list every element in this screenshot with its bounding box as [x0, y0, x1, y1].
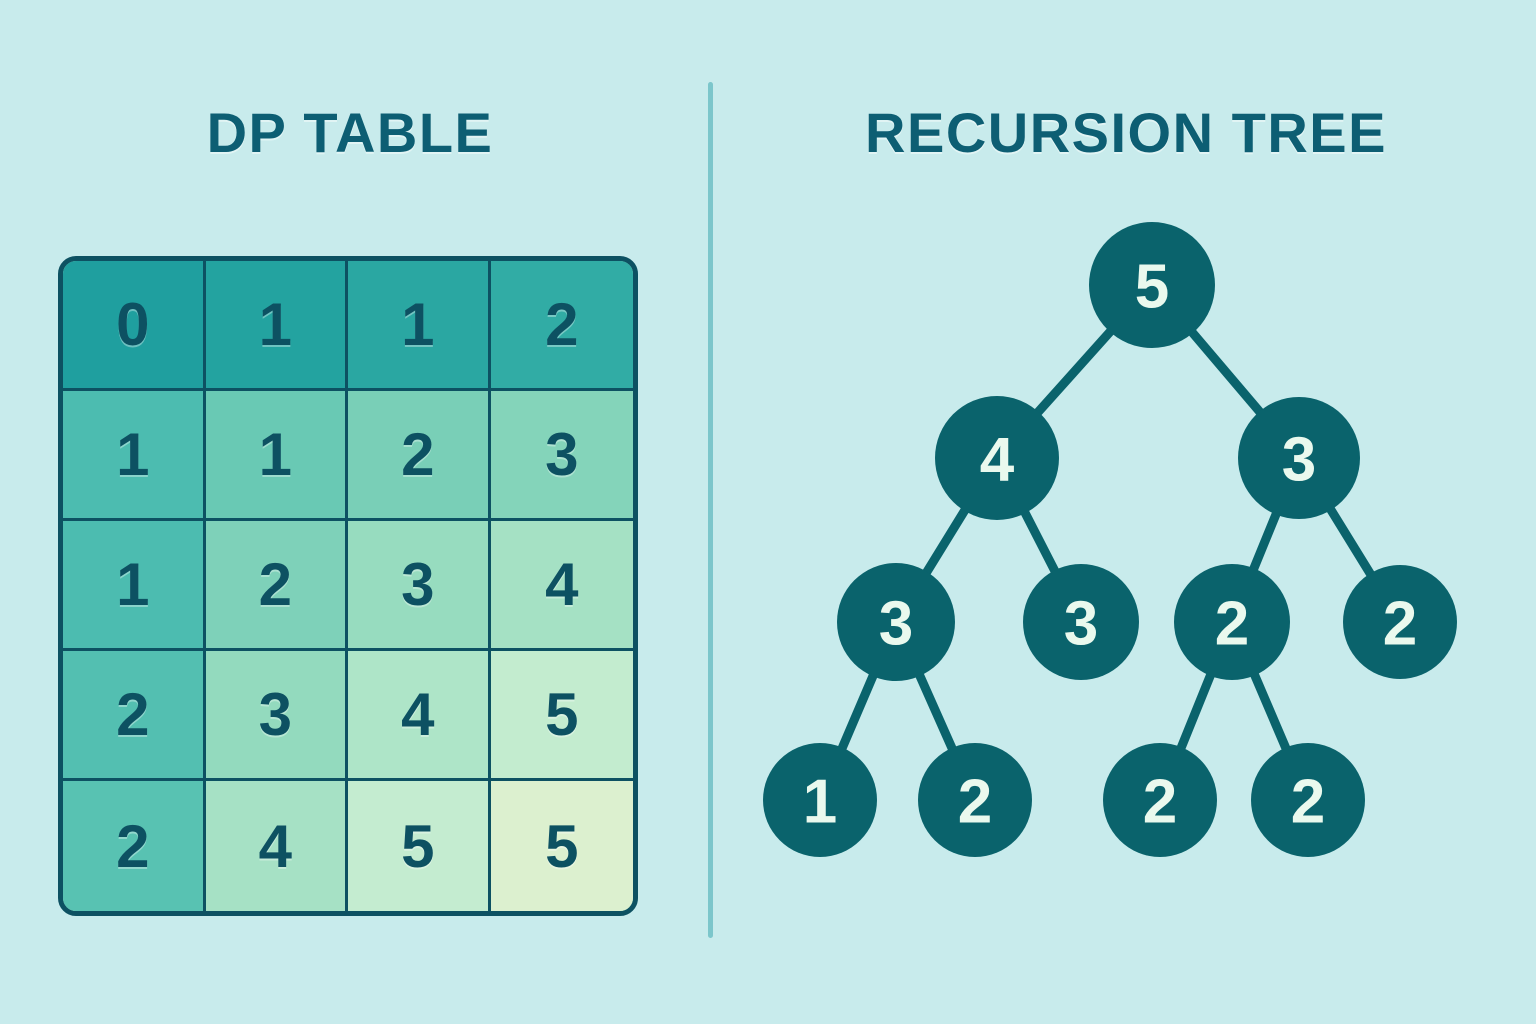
- tree-node-circle-n1l: [763, 743, 877, 857]
- dp-table-title: DP TABLE: [206, 101, 494, 164]
- tree-node-circle-n5: [1089, 222, 1215, 348]
- tree-edge-group: [815, 280, 1405, 805]
- dp-cell-r1-c2: 2: [348, 391, 491, 521]
- tree-node-label-n2l3: 2: [1291, 768, 1325, 837]
- tree-node-circle-n3r: [1238, 397, 1360, 519]
- dp-cell-r4-c1: 4: [205, 781, 348, 911]
- tree-node-circle-n2l3: [1251, 743, 1365, 857]
- dp-cell-r3-c0: 2: [63, 651, 206, 781]
- tree-node-label-n1l: 1: [803, 768, 837, 837]
- tree-node-label-n3r: 3: [1282, 426, 1316, 495]
- dp-cell-r3-c2: 4: [348, 651, 491, 781]
- tree-node-circle-n2l2: [1103, 743, 1217, 857]
- dp-cell-r3-c3: 5: [490, 651, 633, 781]
- dp-cell-r1-c3: 3: [490, 391, 633, 521]
- tree-node-n2b[interactable]: 2: [1343, 565, 1457, 679]
- dp-cell-r1-c1: 1: [205, 391, 348, 521]
- dp-cell-r2-c1: 2: [205, 521, 348, 651]
- recursion-tree-diagram: 5 4 3 3 3 2 2 1 2 2 2: [763, 222, 1457, 857]
- tree-node-group: 5 4 3 3 3 2 2 1 2 2 2: [763, 222, 1457, 857]
- dp-cell-r2-c2: 3: [348, 521, 491, 651]
- tree-node-label-n5: 5: [1135, 253, 1169, 322]
- dp-cell-r4-c0: 2: [63, 781, 206, 911]
- dp-cell-r4-c3: 5: [490, 781, 633, 911]
- tree-node-n2l2[interactable]: 2: [1103, 743, 1217, 857]
- tree-node-label-n3b: 3: [1064, 590, 1098, 659]
- dp-cell-r0-c0: 0: [63, 261, 206, 391]
- dp-cell-r2-c0: 1: [63, 521, 206, 651]
- tree-node-circle-n2a: [1174, 564, 1290, 680]
- tree-node-n3r[interactable]: 3: [1238, 397, 1360, 519]
- tree-node-label-n2l1: 2: [958, 768, 992, 837]
- dp-cell-r0-c2: 1: [348, 261, 491, 391]
- tree-node-n3b[interactable]: 3: [1023, 564, 1139, 680]
- dp-cell-r1-c0: 1: [63, 391, 206, 521]
- dp-cell-r0-c3: 2: [490, 261, 633, 391]
- tree-node-n1l[interactable]: 1: [763, 743, 877, 857]
- tree-node-n2l3[interactable]: 2: [1251, 743, 1365, 857]
- dp-cell-r0-c1: 1: [205, 261, 348, 391]
- tree-node-n4[interactable]: 4: [935, 396, 1059, 520]
- recursion-tree-title: RECURSION TREE: [865, 101, 1387, 164]
- tree-node-circle-n3a: [837, 563, 955, 681]
- tree-node-label-n2l2: 2: [1143, 768, 1177, 837]
- panel-divider: [708, 82, 713, 938]
- tree-node-n2l1[interactable]: 2: [918, 743, 1032, 857]
- tree-node-circle-n3b: [1023, 564, 1139, 680]
- tree-node-circle-n4: [935, 396, 1059, 520]
- tree-node-label-n4: 4: [980, 426, 1015, 495]
- dp-cell-r2-c3: 4: [490, 521, 633, 651]
- tree-node-n5[interactable]: 5: [1089, 222, 1215, 348]
- tree-node-label-n2a: 2: [1215, 590, 1249, 659]
- dp-cell-r3-c1: 3: [205, 651, 348, 781]
- tree-node-circle-n2b: [1343, 565, 1457, 679]
- tree-node-label-n2b: 2: [1383, 590, 1417, 659]
- tree-node-n2a[interactable]: 2: [1174, 564, 1290, 680]
- tree-node-n3a[interactable]: 3: [837, 563, 955, 681]
- tree-node-label-n3a: 3: [879, 590, 913, 659]
- tree-node-circle-n2l1: [918, 743, 1032, 857]
- dp-cell-r4-c2: 5: [348, 781, 491, 911]
